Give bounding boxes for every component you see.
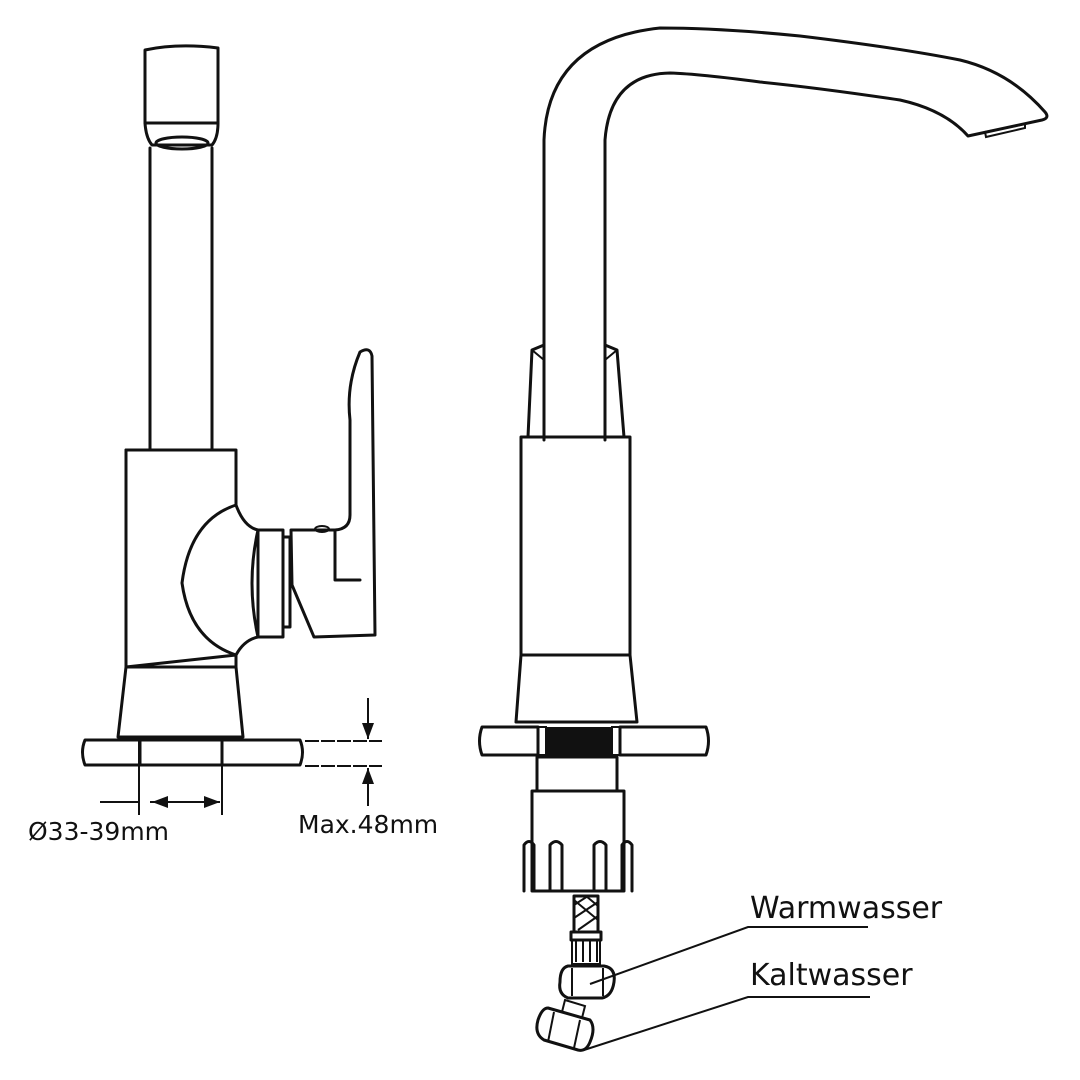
front-spout xyxy=(542,26,1049,442)
front-collar-detail xyxy=(531,349,618,361)
side-countertop xyxy=(81,738,304,767)
front-view xyxy=(514,26,1049,724)
hot-water-fitting xyxy=(558,964,616,1000)
hot-water-leader xyxy=(589,926,868,985)
thickness-dimension xyxy=(305,698,382,806)
cold-water-fitting xyxy=(535,1006,595,1052)
side-spout-cap xyxy=(143,44,220,125)
hole-diameter-label: Ø33-39mm xyxy=(28,817,169,846)
side-base-flange xyxy=(116,665,245,739)
cold-water-leader xyxy=(583,996,870,1051)
side-lever-notch xyxy=(333,528,362,582)
front-gasket xyxy=(546,727,612,757)
side-aerator-ring xyxy=(154,135,210,151)
side-lever-base xyxy=(289,348,377,639)
front-aerator xyxy=(983,122,1026,139)
callouts xyxy=(583,926,870,1051)
front-countertop xyxy=(478,725,710,757)
front-mounting-nut xyxy=(522,755,634,893)
front-body xyxy=(519,435,632,657)
side-ring xyxy=(250,528,285,639)
max-thickness-label: Max.48mm xyxy=(298,810,438,839)
side-body xyxy=(124,448,238,669)
hot-water-label: Warmwasser xyxy=(750,891,943,926)
front-hoses xyxy=(535,894,616,1052)
side-lever-screw xyxy=(314,525,330,533)
side-spout-aerator xyxy=(143,121,220,147)
side-gap xyxy=(281,535,292,629)
side-view xyxy=(116,44,377,739)
front-base-flange xyxy=(514,653,639,724)
side-neck xyxy=(234,503,260,657)
side-cartridge-dome xyxy=(180,503,238,657)
cold-water-label: Kaltwasser xyxy=(750,958,913,993)
hole-diameter-dimension xyxy=(100,740,223,815)
